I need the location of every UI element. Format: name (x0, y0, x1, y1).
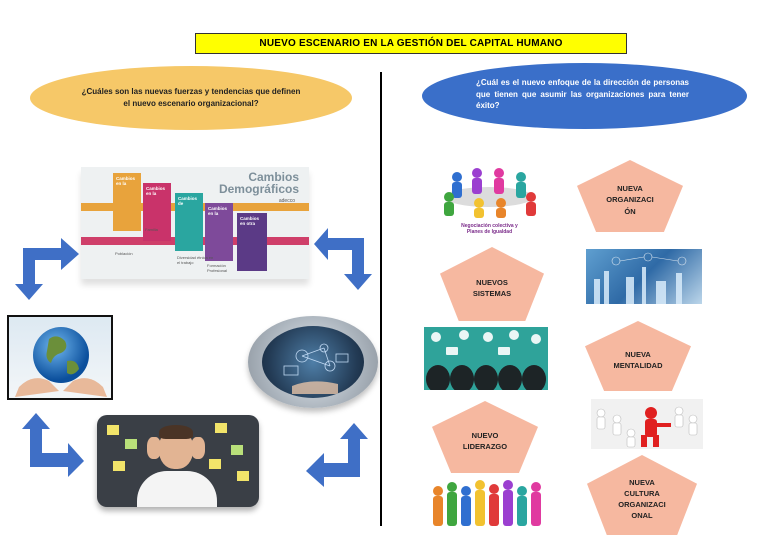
demo-sublabel-2: Población (115, 251, 133, 256)
right-question-oval: ¿Cuál es el nuevo enfoque de la direcció… (422, 63, 747, 129)
pentagon-nueva-mentalidad: NUEVA MENTALIDAD (585, 321, 691, 391)
demo-sublabel-4: Formación Profesional (207, 263, 228, 273)
negotiation-caption: Negociación colectiva y Planes de Iguald… (461, 223, 518, 235)
brain-heads-image (424, 327, 548, 390)
pentagon-line: MENTALIDAD (613, 361, 663, 370)
man-hand-left (147, 437, 161, 459)
tech-network-icon (283, 343, 349, 394)
technology-circle-image (248, 316, 378, 408)
man-shirt (137, 471, 217, 507)
pentagon-line: NUEVA (629, 477, 655, 487)
pentagon-line: CULTURA (624, 488, 660, 498)
pentagon-nueva-organizacion: NUEVA ORGANIZACI ÓN (577, 160, 683, 232)
pentagon-nuevos-sistemas: NUEVOS SISTEMAS (440, 247, 544, 321)
pentagon-nuevo-liderazgo: NUEVO LIDERAZGO (432, 401, 538, 473)
center-divider (380, 72, 382, 526)
colored-figures-table-icon (444, 168, 536, 218)
industrial-technology-image (586, 249, 702, 304)
pentagon-line: ÓN (624, 206, 636, 216)
demo-sublabel-3: Diversidad étnica en el trabajo (177, 255, 214, 265)
left-question-text: ¿Cuáles son las nuevas fuerzas y tendenc… (81, 87, 301, 108)
arrow-top-right-icon (314, 228, 376, 290)
red-leader-figure-image (591, 399, 703, 449)
sticky-note (107, 425, 119, 435)
demo-tile-4: Cambios en la (205, 203, 233, 261)
arrow-bottom-left-icon (20, 413, 84, 477)
globe-in-hands-image (7, 315, 113, 400)
arrow-bottom-right-icon (306, 421, 370, 487)
pentagon-line: ORGANIZACI (606, 195, 654, 205)
right-question-text: ¿Cuál es el nuevo enfoque de la direcció… (476, 78, 689, 111)
demographics-title: Cambios Demográficos (219, 171, 299, 195)
pentagon-line: ONAL (631, 511, 653, 521)
demographics-title-line1: Cambios (248, 170, 299, 184)
man-hand-right (191, 437, 205, 459)
stressed-man-sticky-notes-image (97, 415, 259, 507)
pentagon-line: NUEVOS (476, 277, 508, 287)
demo-tile-5: Cambios en otra (237, 213, 267, 271)
technology-screen (262, 326, 364, 398)
sticky-note (209, 459, 221, 469)
sticky-note (231, 445, 243, 455)
team-figures-icon (433, 480, 541, 526)
pentagon-line: NUEVA (617, 184, 643, 194)
sticky-note (125, 439, 137, 449)
demo-tile-2-label: Cambios en la (146, 186, 166, 196)
demo-tile-5-label: Cambios en otra (240, 216, 260, 226)
leader-among-figures-icon (596, 406, 698, 448)
pentagon-line: SISTEMAS (472, 289, 512, 298)
man-hair (159, 425, 193, 439)
left-question-oval: ¿Cuáles son las nuevas fuerzas y tendenc… (30, 66, 352, 130)
demographics-brand: adecco (278, 198, 295, 204)
pentagon-line: LIDERAZGO (462, 442, 508, 451)
demo-tile-1: Cambios en la (113, 173, 141, 231)
pentagon-line: NUEVA (625, 349, 651, 359)
sticky-note (113, 461, 125, 471)
arrow-top-left-icon (13, 238, 79, 300)
demo-tile-1-label: Cambios en la (116, 176, 136, 186)
demographic-changes-image: Cambios Demográficos adecco Cambios en l… (81, 167, 309, 279)
negotiation-figures-image: Negociación colectiva y Planes de Iguald… (427, 163, 552, 235)
sticky-note (237, 471, 249, 481)
demo-tile-4-label: Cambios en la (208, 206, 228, 216)
globe-illustration (15, 327, 107, 397)
demo-tile-2: Cambios en la (143, 183, 171, 241)
factory-network-icon (594, 252, 687, 304)
demo-tile-3: Cambios de (175, 193, 203, 251)
colorful-team-image (428, 477, 550, 533)
demo-tile-3-label: Cambios de (178, 196, 198, 206)
thinking-heads-icon (426, 330, 546, 390)
demo-sublabel-1: Familia (145, 227, 158, 232)
pentagon-nueva-cultura-organizacional: NUEVA CULTURA ORGANIZACI ONAL (587, 455, 697, 535)
demographics-title-line2: Demográficos (218, 182, 299, 196)
page-title: NUEVO ESCENARIO EN LA GESTIÓN DEL CAPITA… (195, 33, 627, 54)
pentagon-line: ORGANIZACI (618, 500, 666, 509)
sticky-note (215, 423, 227, 433)
pentagon-line: NUEVO (471, 430, 499, 440)
